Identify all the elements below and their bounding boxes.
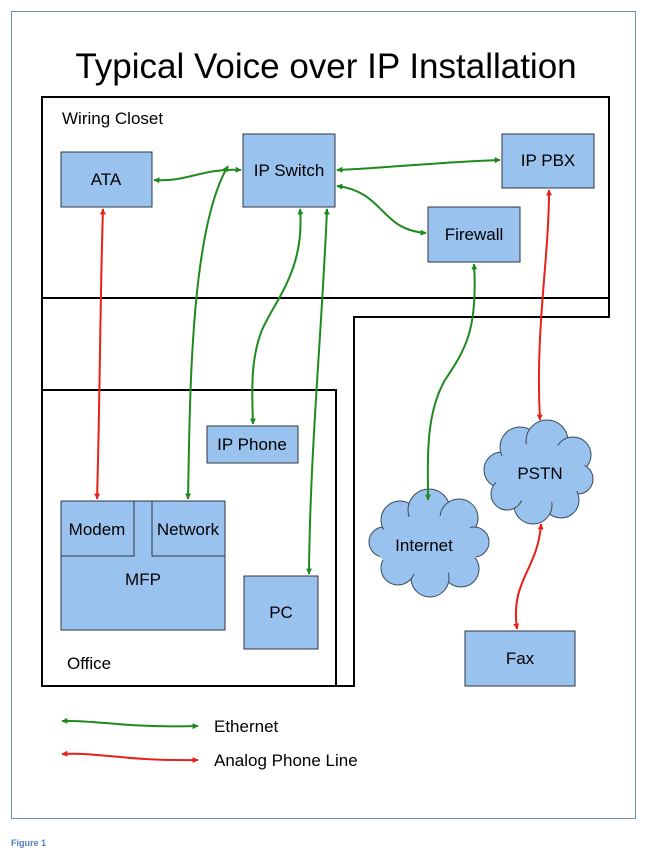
pstn-cloud: PSTN [483,419,594,525]
legend-ethernet-line [61,717,199,730]
office-label: Office [67,654,111,673]
ip-switch-label: IP Switch [254,161,325,180]
ip-pbx-label: IP PBX [521,151,576,170]
firewall-label: Firewall [445,225,504,244]
ethernet-links [153,157,501,575]
wiring-closet-label: Wiring Closet [62,109,163,128]
corridor-wall [336,298,610,687]
ip-phone-label: IP Phone [217,435,287,454]
link-pbx-pstn [536,189,552,421]
legend: Ethernet Analog Phone Line [61,717,358,770]
diagram-title: Typical Voice over IP Installation [75,47,576,86]
link-switch-pc [306,208,330,575]
link-switch-pbx [336,157,501,173]
network-module [151,500,226,557]
internet-label: Internet [395,536,453,555]
link-pstn-fax [513,523,544,630]
wiring-closet-wall [41,96,610,299]
figure-caption: Figure 1 [11,838,47,848]
pstn-label: PSTN [517,464,562,483]
mfp-label: MFP [125,570,161,589]
link-ata-modem [94,208,106,500]
device-ip-pbx: IP PBX [501,133,595,189]
pc-label: PC [269,603,293,622]
link-ata-switch [153,166,242,184]
link-switch-ipphone [249,208,304,425]
device-ata: ATA [60,151,153,208]
ata-label: ATA [91,170,122,189]
legend-analog-line [61,750,199,764]
device-ip-switch: IP Switch [242,133,336,208]
modem-module [60,500,135,557]
building-walls [41,96,610,687]
device-pc: PC [243,575,319,650]
legend-ethernet-label: Ethernet [214,717,279,736]
link-switch-firewall [336,183,427,236]
legend-analog-label: Analog Phone Line [214,751,358,770]
fax-label: Fax [506,649,535,668]
analog-links [94,189,552,630]
device-fax: Fax [464,630,576,687]
link-switch-network [185,165,229,500]
link-firewall-internet [424,263,478,501]
device-firewall: Firewall [427,206,521,263]
device-ip-phone: IP Phone [206,425,299,464]
internet-cloud: Internet [368,488,490,598]
modem-label: Modem [69,520,126,539]
device-mfp: Modem Network MFP [60,500,226,631]
network-label: Network [157,520,220,539]
